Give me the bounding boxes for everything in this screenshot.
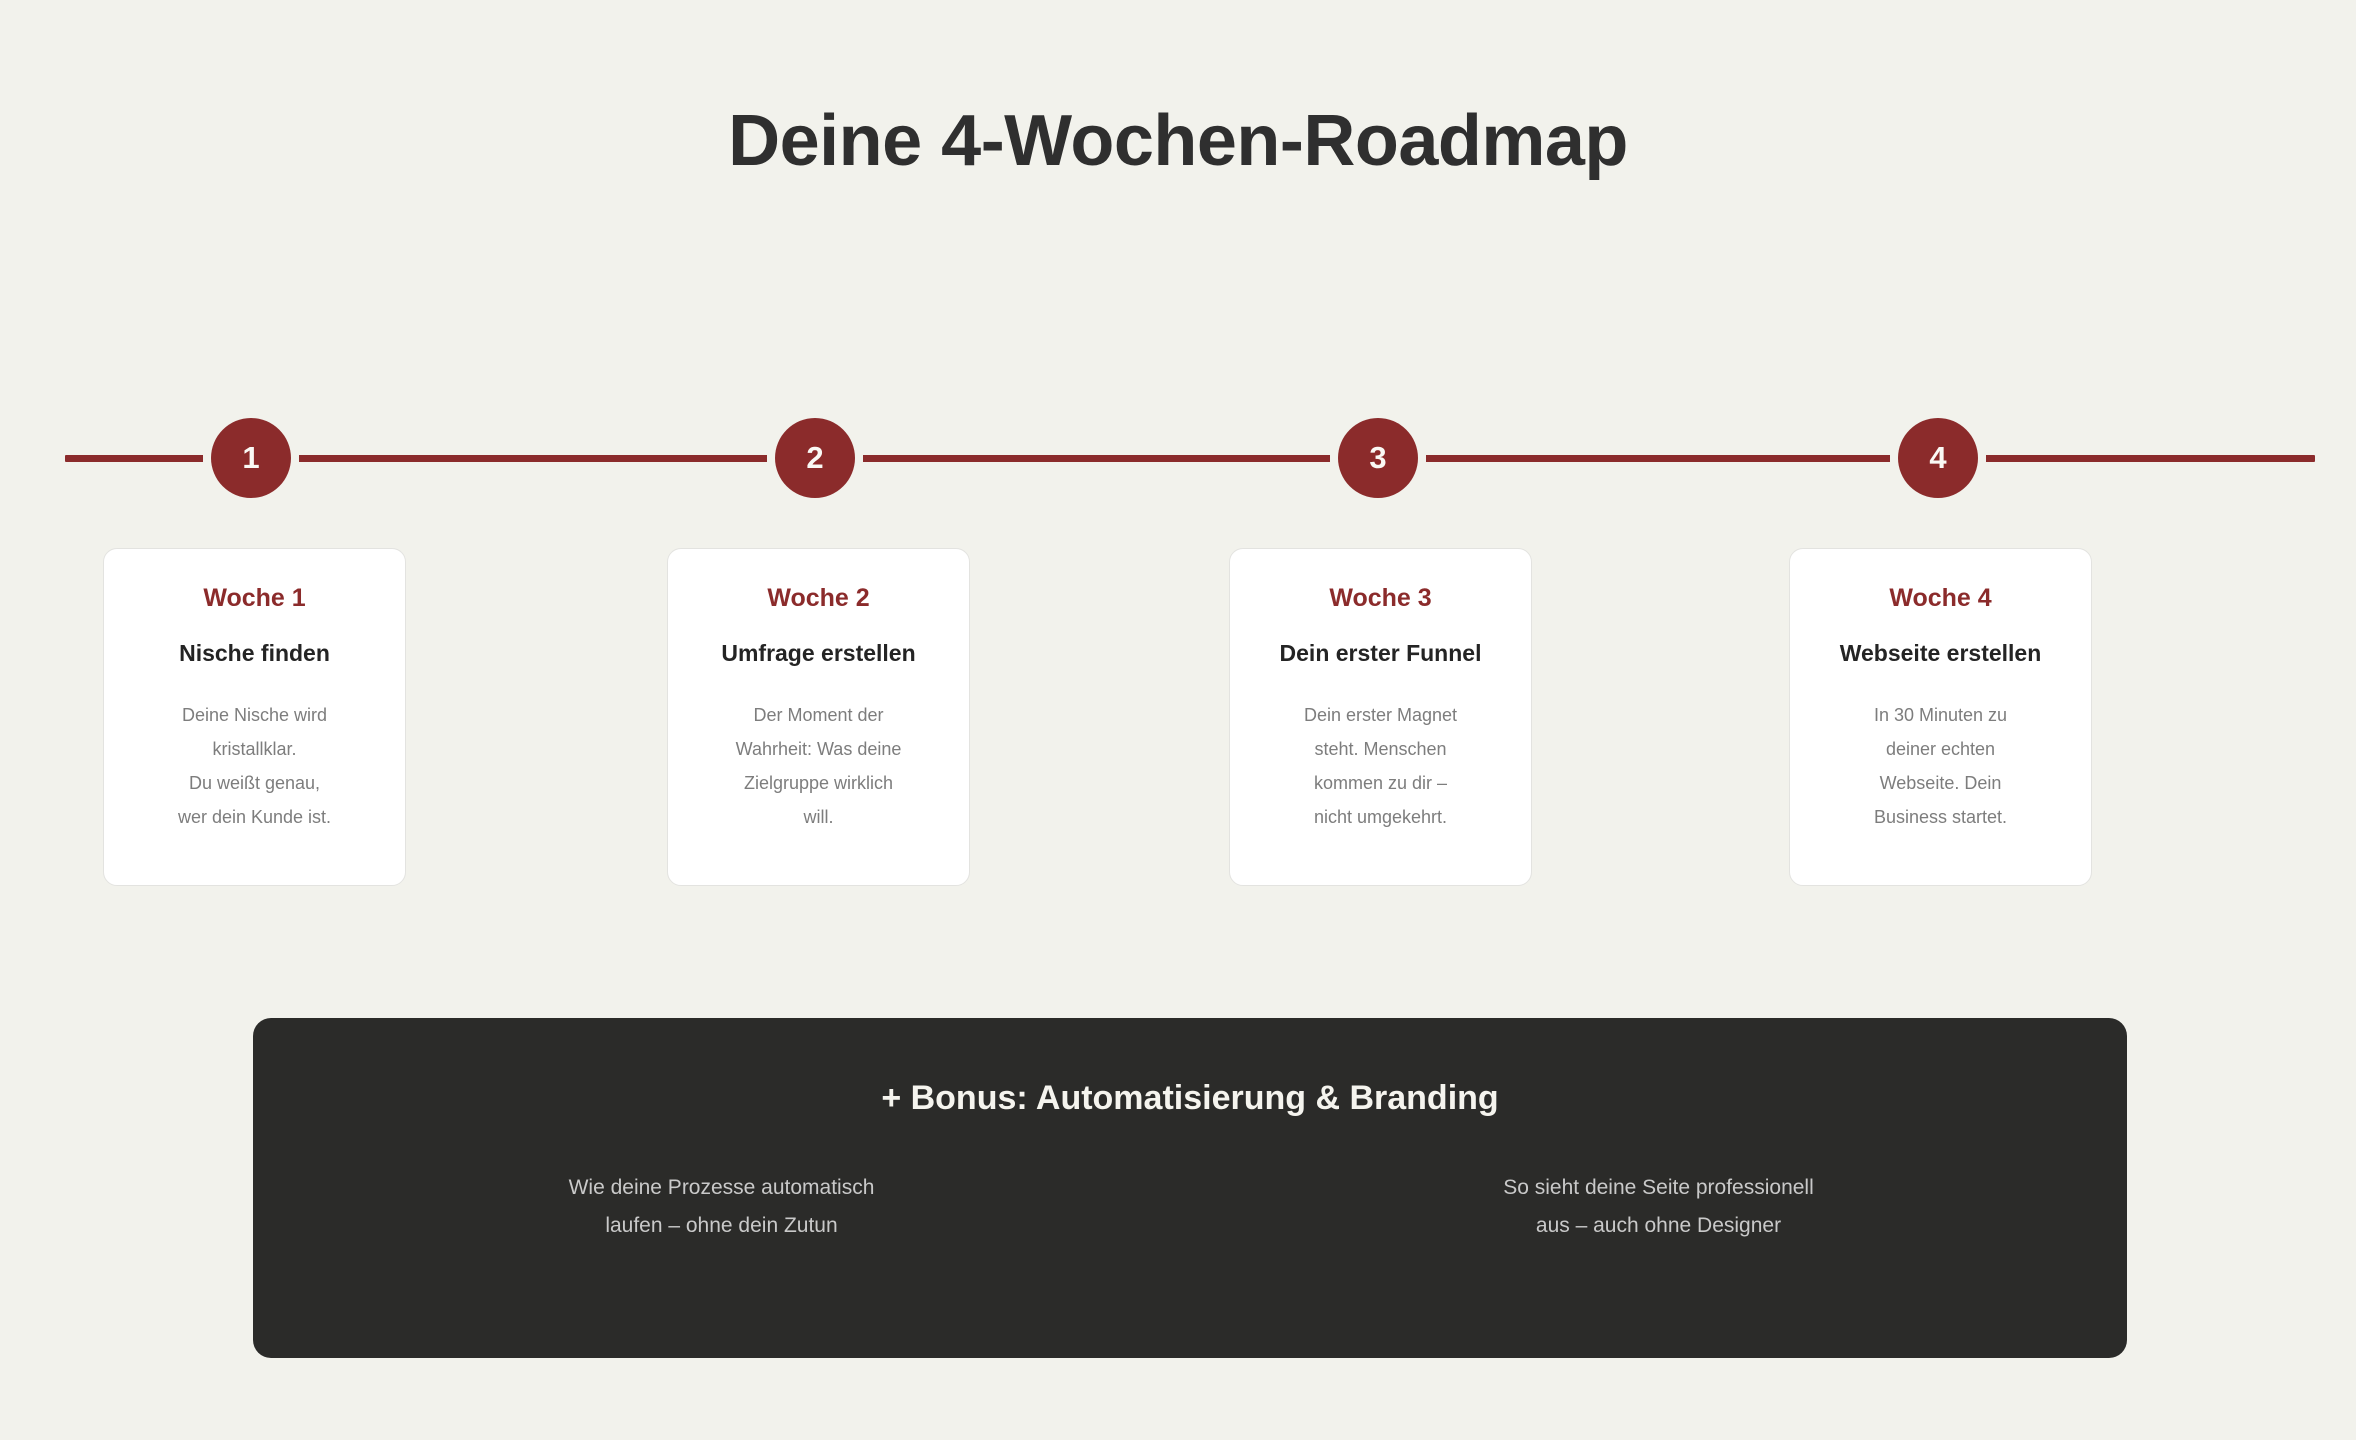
week-card-3[interactable]: Woche 3 Dein erster Funnel Dein erster M… [1229,548,1532,886]
week-card-4-heading: Webseite erstellen [1839,640,2042,666]
roadmap-timeline: 1 2 3 4 [0,418,2356,500]
week-card-2-week-label: Woche 2 [767,584,870,612]
timeline-node-3-number: 3 [1369,440,1387,475]
week-card-3-week-label: Woche 3 [1329,584,1432,612]
week-card-2-body: Der Moment der Wahrheit: Was deine Zielg… [735,704,902,827]
week-card-4-body: In 30 Minuten zu deiner echten Webseite.… [1873,704,2008,827]
timeline-node-1[interactable]: 1 [211,418,291,498]
timeline-node-4[interactable]: 4 [1898,418,1978,498]
timeline-track [65,455,2315,462]
page-title: Deine 4-Wochen-Roadmap [728,101,1628,182]
week-card-3-heading: Dein erster Funnel [1279,640,1482,666]
timeline-node-2-number: 2 [806,440,824,475]
week-card-1-heading: Nische finden [179,640,330,666]
timeline-node-4-number: 4 [1929,440,1947,475]
bonus-column-automation: Wie deine Prozesse automatisch laufen – … [568,1175,875,1237]
week-card-1[interactable]: Woche 1 Nische finden Deine Nische wird … [103,548,406,886]
bonus-title: + Bonus: Automatisierung & Branding [881,1079,1499,1117]
week-card-3-body: Dein erster Magnet steht. Menschen komme… [1303,704,1458,827]
bonus-column-branding: So sieht deine Seite professionell aus –… [1503,1175,1814,1237]
timeline-node-2[interactable]: 2 [775,418,855,498]
week-card-4[interactable]: Woche 4 Webseite erstellen In 30 Minuten… [1789,548,2092,886]
bonus-panel: + Bonus: Automatisierung & Branding Wie … [253,1018,2127,1358]
week-card-2[interactable]: Woche 2 Umfrage erstellen Der Moment der… [667,548,970,886]
week-cards: Woche 1 Nische finden Deine Nische wird … [0,548,2356,888]
week-card-2-heading: Umfrage erstellen [721,640,916,666]
week-card-4-week-label: Woche 4 [1889,584,1992,612]
bonus-columns: Wie deine Prozesse automatisch laufen – … [253,1169,2127,1245]
week-card-1-week-label: Woche 1 [203,584,306,612]
timeline-node-3[interactable]: 3 [1338,418,1418,498]
week-card-1-body: Deine Nische wird kristallklar. Du weißt… [177,704,332,827]
timeline-node-1-number: 1 [242,440,260,475]
